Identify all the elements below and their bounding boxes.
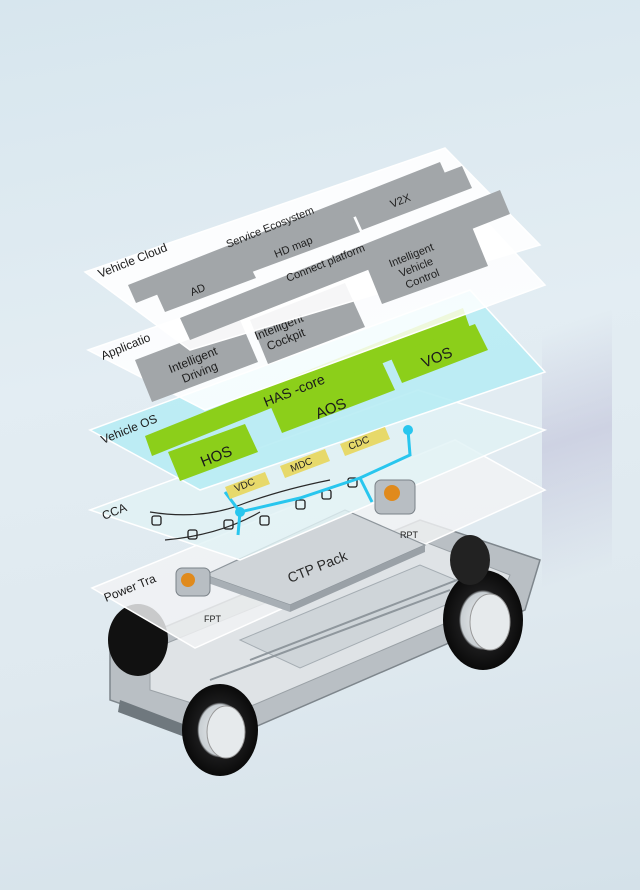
wheel-rear-left xyxy=(450,535,490,585)
power-train-layer: Power Tra CTP Pack FPT xyxy=(90,439,547,649)
vehicle-cloud-layer: Vehicle Cloud Service Ecosystem V2X HD m… xyxy=(83,147,542,351)
wheel-front-right xyxy=(182,684,258,776)
ctp-pack: CTP Pack xyxy=(203,509,427,612)
v2x-box: V2X xyxy=(352,166,472,230)
hd-map-box: HD map xyxy=(242,210,360,272)
sensor-node xyxy=(151,477,358,540)
ad-label: AD xyxy=(189,282,208,299)
rear-motor-rpt: RPT xyxy=(374,479,419,540)
communication-bus xyxy=(223,425,413,536)
rpt-label: RPT xyxy=(400,530,419,540)
front-motor-fpt: FPT xyxy=(175,567,222,624)
wheel-rear-right xyxy=(443,570,523,670)
intelligent-vehicle-control-box: Intelligent Vehicle Control xyxy=(365,222,488,304)
fpt-label: FPT xyxy=(204,614,222,624)
ad-box: AD xyxy=(155,256,256,312)
